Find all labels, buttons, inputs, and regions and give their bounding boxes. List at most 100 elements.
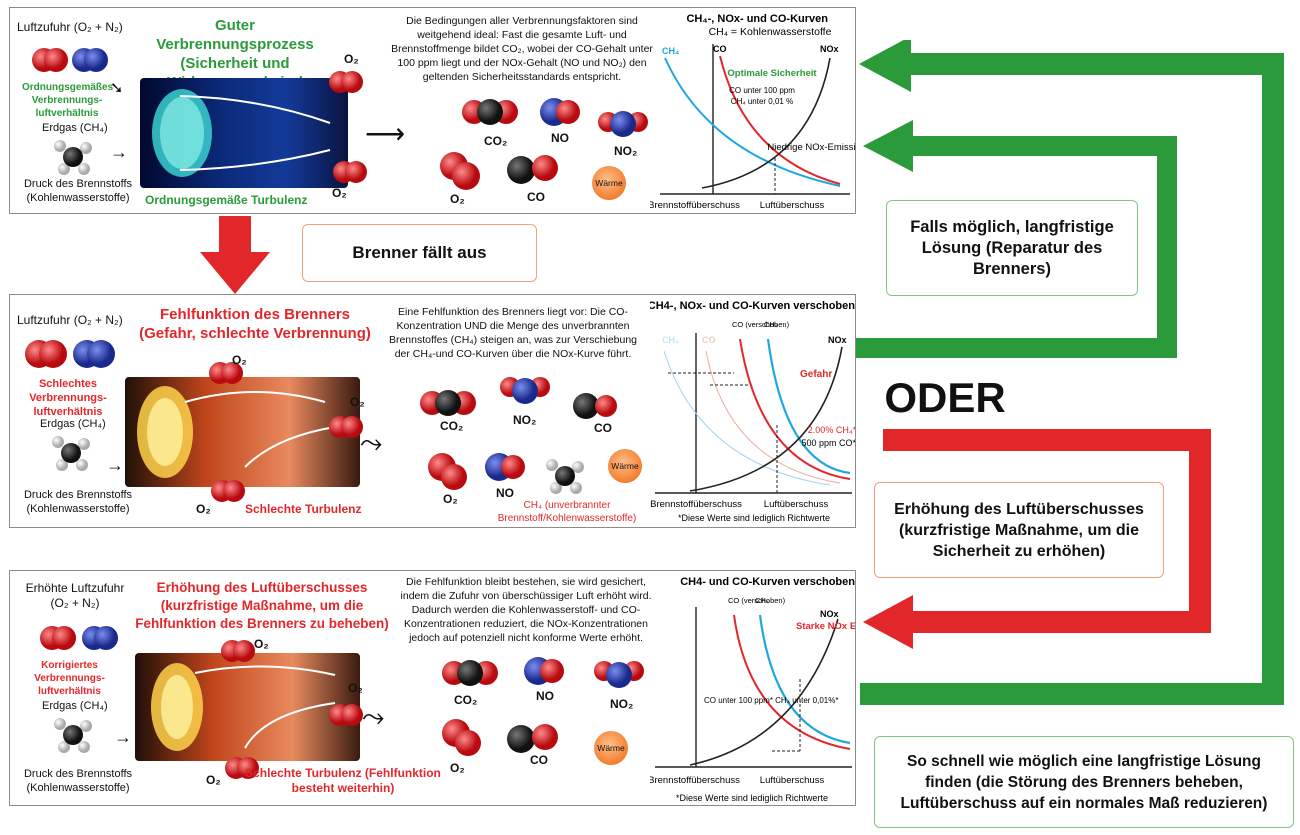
increase-air-callout: Erhöhung des Luftüberschusses (kurzfrist…	[874, 482, 1164, 578]
arrow-right-icon: →	[114, 727, 132, 747]
curve-nox	[689, 618, 839, 766]
o2-molecule-icon	[328, 66, 364, 101]
co2-label: CO₂	[484, 134, 508, 148]
o2-molecule-icon	[332, 158, 368, 193]
o2-molecule-icon	[210, 477, 246, 510]
curve-co-shifted	[739, 338, 851, 480]
curve-co-label: CO	[713, 44, 727, 54]
no2-label: NO₂	[614, 144, 638, 158]
o2-molecule-icon	[438, 148, 482, 197]
heat-icon: Wärme	[594, 731, 628, 765]
strong-nox-label: Starke NOx Emissionen	[796, 621, 855, 632]
o2-molecule-icon	[328, 413, 364, 446]
value-co: 500 ppm CO*	[801, 438, 855, 448]
o2-label: O₂	[206, 773, 221, 787]
curve-ch4	[758, 614, 851, 745]
o2-label: O₂	[350, 395, 365, 409]
value-ch4: 2.00% CH₄*	[808, 425, 855, 435]
red-loop	[883, 429, 1211, 633]
curve-co-faded-label: CO	[702, 335, 716, 345]
panel-title: Fehlfunktion des Brenners (Gefahr, schle…	[139, 306, 371, 342]
co2-molecule-icon	[420, 387, 476, 424]
co-label: CO	[594, 421, 612, 435]
no2-label: NO₂	[610, 697, 634, 711]
curve-nox-label: NOx	[820, 44, 839, 54]
natural-gas-label: Erdgas (CH₄)	[40, 418, 106, 430]
note-co: CO unter 100 ppm	[729, 86, 795, 95]
blue-flame-image	[140, 78, 348, 188]
curve-nox	[701, 57, 831, 189]
burner-fails-callout: Brenner fällt aus	[302, 224, 537, 282]
co2-label: CO₂	[454, 693, 478, 707]
x-label-fuel: Brennstoffüberschuss	[650, 499, 742, 510]
curve-ch4-label: CH₄	[755, 596, 769, 605]
fuel-pressure-label: Druck des Brennstoffs (Kohlenwasserstoff…	[23, 768, 132, 794]
heat-icon: Wärme	[608, 449, 642, 483]
ch4-molecule-icon	[48, 432, 94, 477]
description: Eine Fehlfunktion des Brenners liegt vor…	[388, 306, 638, 360]
turbulence-label: Schlechte Turbulenz	[245, 502, 362, 516]
chart-title: CH4- und CO-Kurven verschoben	[680, 576, 855, 588]
arrow-icon: ➘	[110, 80, 124, 97]
ch4-molecule-icon	[50, 136, 96, 181]
ch4-molecule-icon	[50, 714, 96, 759]
natural-gas-label: Erdgas (CH₄)	[42, 122, 108, 134]
curve-nox	[689, 346, 843, 492]
chart-subtitle: CH₄ = Kohlenwasserstoffe	[709, 26, 832, 38]
curve-ch4-label: CH₄	[662, 46, 679, 56]
arrow-right-icon: →	[110, 142, 128, 162]
x-label-air: Luftüberschuss	[760, 200, 825, 211]
curve-nox-label: NOx	[820, 609, 839, 619]
green-inner-arrowhead	[863, 120, 913, 172]
green-outer-loop	[860, 53, 1284, 705]
orange-flame-image	[135, 653, 360, 761]
curve-co-faded	[705, 350, 841, 484]
o2-label: O₂	[344, 52, 359, 66]
o2-molecule-icon	[208, 359, 244, 392]
low-nox-label: Niedrige NOx-Emissionen	[767, 142, 855, 153]
asap-solution-callout: So schnell wie möglich eine langfristige…	[874, 736, 1294, 828]
no-label: NO	[536, 689, 554, 703]
co-molecule-icon	[505, 719, 561, 760]
x-label-fuel: Brennstoffüberschuss	[650, 775, 740, 786]
curve-co	[719, 55, 841, 185]
no-molecule-icon	[483, 451, 527, 488]
co-label: CO	[530, 753, 548, 767]
chart-malfunction: CH4-, NOx- und CO-Kurven verschoben CH₄ …	[650, 300, 855, 523]
o2-label: O₂	[450, 192, 465, 206]
co2-molecule-icon	[462, 96, 518, 133]
air-supply-label: Erhöhte Luftzufuhr (O₂ + N₂)	[25, 581, 125, 610]
no2-molecule-icon	[500, 371, 550, 416]
safety-label: Optimale Sicherheit	[727, 68, 817, 79]
green-inner-loop	[855, 136, 1177, 358]
o2-molecule-icon	[440, 717, 484, 762]
panel-malfunction: Luftzufuhr (O₂ + N₂) Schlechtes Verbrenn…	[9, 294, 856, 528]
no2-molecule-icon	[594, 655, 644, 700]
o2-label: O₂	[450, 761, 465, 775]
flow-arrows	[855, 40, 1284, 705]
co-molecule-icon	[570, 391, 620, 426]
o2-molecule-icon	[32, 42, 112, 87]
x-label-air: Luftüberschuss	[764, 499, 829, 510]
o2-molecule-icon	[328, 701, 364, 734]
o2-label: O₂	[196, 502, 211, 516]
x-label-fuel: Brennstoffüberschuss	[650, 200, 740, 211]
co2-label: CO₂	[440, 419, 464, 433]
curve-ch4	[664, 57, 841, 187]
co-label: CO	[527, 190, 545, 204]
o2-molecule-icon	[224, 754, 260, 787]
no-label: NO	[496, 486, 514, 500]
chart-good: CH₄-, NOx- und CO-Kurven CH₄ = Kohlenwas…	[650, 13, 855, 211]
turbulence-label: Ordnungsgemäße Turbulenz	[145, 193, 308, 207]
panel-increase-air: Erhöhte Luftzufuhr (O₂ + N₂) Korrigierte…	[9, 570, 856, 806]
ratio-label: Schlechtes Verbrennungs-luftverhältnis	[29, 378, 107, 418]
curve-ch4-shifted	[766, 338, 851, 475]
footnote: *Diese Werte sind lediglich Richtwerte	[676, 793, 828, 803]
o2-label: O₂	[348, 681, 363, 695]
o2-molecule-icon	[426, 451, 470, 496]
curve-nox-label: NOx	[828, 335, 847, 345]
o2-molecule-icon	[220, 637, 256, 670]
fuel-pressure-label: Druck des Brennstoffs (Kohlenwasserstoff…	[23, 489, 132, 515]
down-arrow-icon	[200, 216, 270, 294]
orange-flame-image	[125, 377, 360, 487]
